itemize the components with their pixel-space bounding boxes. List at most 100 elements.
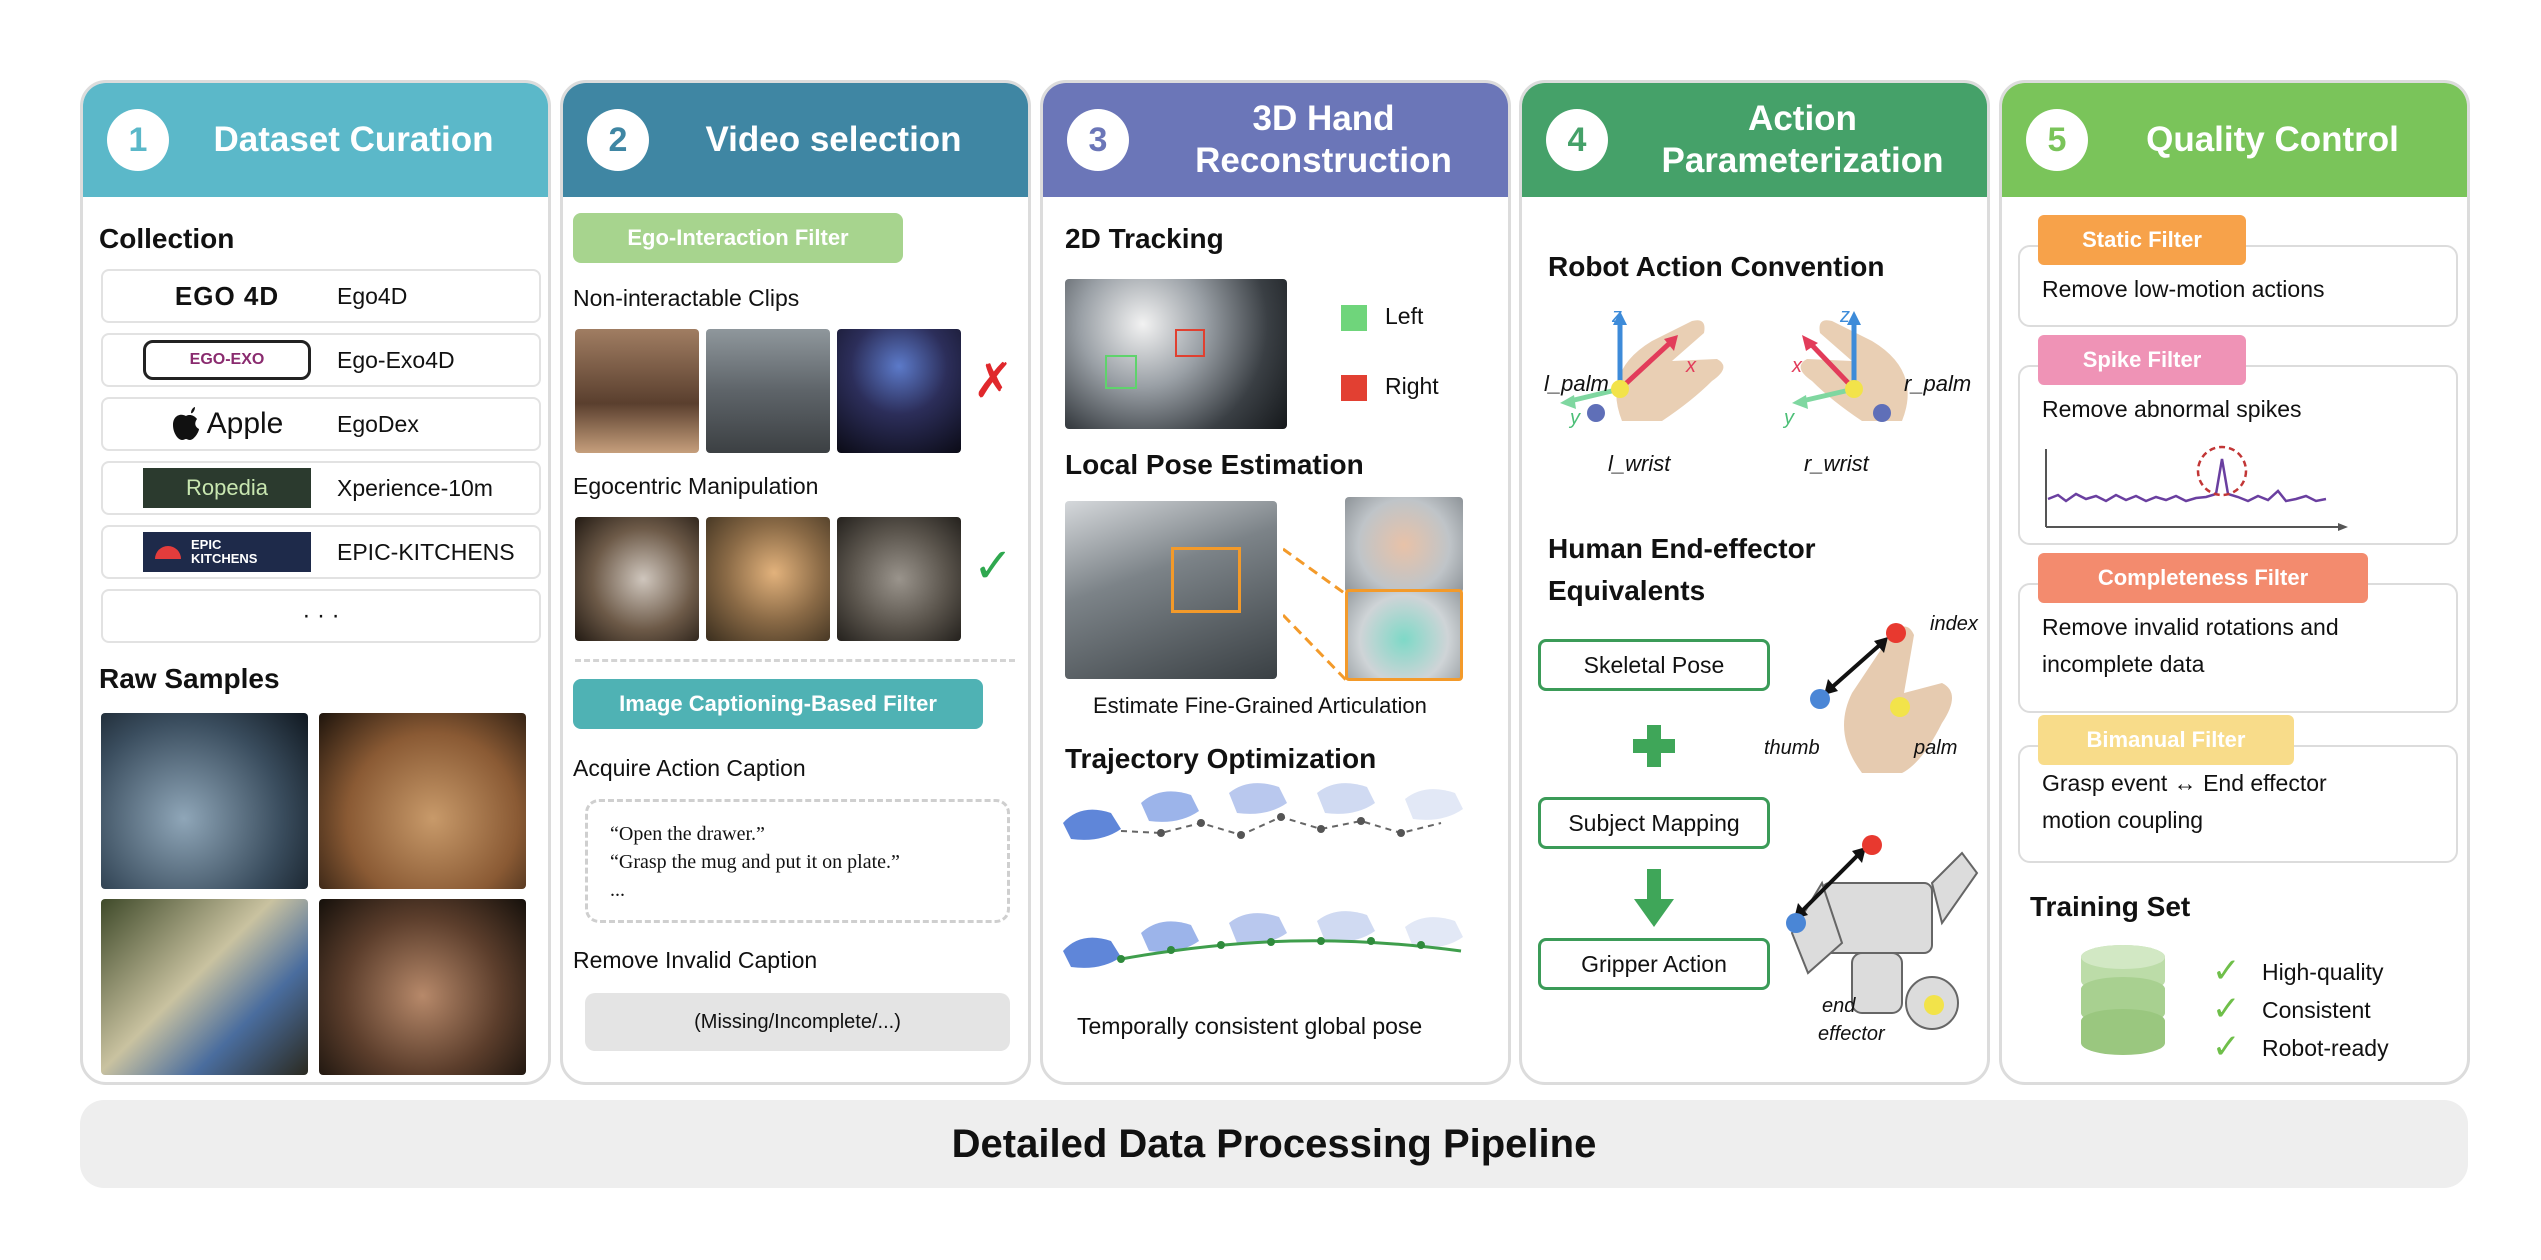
- completeness-filter-text: incomplete data: [2042, 651, 2205, 677]
- human-ee-heading-line2: Equivalents: [1548, 575, 1706, 606]
- bimanual-filter-text: Grasp event ↔ End effector: [2042, 770, 2327, 796]
- step-number: 1: [107, 109, 169, 171]
- egoexo-logo: EGO-EXO: [143, 340, 311, 380]
- thumb-label: thumb: [1764, 737, 1820, 759]
- dataset-row-ego4d: EGO 4D Ego4D: [101, 269, 541, 323]
- check-mark-icon: ✓: [973, 540, 1014, 593]
- end-label: end: [1822, 995, 1856, 1017]
- skeletal-pose-box: Skeletal Pose: [1538, 639, 1770, 691]
- collection-heading: Collection: [99, 223, 235, 254]
- right-hand-box: [1175, 329, 1205, 357]
- step-number: 4: [1546, 109, 1608, 171]
- legend-left-swatch: [1341, 305, 1367, 331]
- apple-logo: Apple: [143, 404, 311, 444]
- human-ee-heading-line1: Human End-effector: [1548, 533, 1816, 564]
- right-hand-axes-figure: [1792, 311, 1908, 422]
- legend-left-label: Left: [1385, 303, 1424, 329]
- apple-logo-text: Apple: [206, 407, 284, 440]
- l-palm-label: l_palm: [1544, 371, 1609, 396]
- hand-keypoints-figure: [1810, 623, 1952, 773]
- clip-photo: [706, 329, 830, 453]
- hand-sequence-bottom: [1063, 911, 1463, 968]
- r-axis-label-z: z: [1840, 305, 1850, 327]
- column-header: 1 Dataset Curation: [83, 83, 548, 197]
- clip-photo: [837, 517, 961, 641]
- caption-box: “Open the drawer.” “Grasp the mug and pu…: [585, 799, 1010, 923]
- spike-plot: [2045, 445, 2348, 531]
- completeness-filter-tag: Completeness Filter: [2038, 553, 2368, 603]
- column-hand-reconstruction: 3 3D Hand Reconstruction 2D Tracking Lef…: [1040, 80, 1511, 1085]
- dashed-divider: [575, 659, 1015, 662]
- dataset-row-xperience: Ropedia Xperience-10m: [101, 461, 541, 515]
- gripper-action-label: Gripper Action: [1581, 950, 1727, 977]
- column-header: 2 Video selection: [563, 83, 1028, 197]
- dataset-row-more: · · ·: [101, 589, 541, 643]
- plus-icon: [1633, 725, 1675, 767]
- trajectory-smooth: [1120, 939, 1462, 961]
- tracking-heading: 2D Tracking: [1065, 223, 1224, 254]
- dataset-name: Xperience-10m: [337, 474, 493, 501]
- trajectory-figure: [1063, 783, 1463, 968]
- axis-label-y: y: [1570, 407, 1580, 429]
- training-set-heading: Training Set: [2030, 891, 2191, 922]
- trajectory-heading: Trajectory Optimization: [1065, 743, 1377, 774]
- axis-label-x: x: [1686, 355, 1696, 377]
- static-filter-tag: Static Filter: [2038, 215, 2246, 265]
- palm-label: palm: [1914, 737, 1958, 759]
- ego4d-logo-text: EGO 4D: [174, 280, 280, 311]
- subject-mapping-box: Subject Mapping: [1538, 797, 1770, 849]
- captioning-filter-tag: Image Captioning-Based Filter: [573, 679, 983, 729]
- dataset-row-epic: EPIC KITCHENS EPIC-KITCHENS: [101, 525, 541, 579]
- left-hand-box: [1105, 355, 1137, 389]
- check-icon: ✓: [2212, 1028, 2241, 1066]
- raw-sample-photo: [101, 899, 308, 1075]
- epic-logo: EPIC KITCHENS: [143, 532, 311, 572]
- egoexo-logo-text: EGO-EXO: [189, 351, 265, 368]
- pose-zoom-bottom: [1345, 589, 1463, 681]
- local-pose-heading: Local Pose Estimation: [1065, 449, 1364, 480]
- spike-filter-tag: Spike Filter: [2038, 335, 2246, 385]
- column-title: 3D Hand Reconstruction: [1195, 99, 1452, 180]
- spike-filter-card: Remove abnormal spikes: [2018, 365, 2458, 545]
- r-axis-label-y: y: [1784, 407, 1794, 429]
- pipeline-title-bar: Detailed Data Processing Pipeline: [80, 1100, 2468, 1188]
- clip-photo: [706, 517, 830, 641]
- database-icon: [2081, 945, 2165, 1055]
- robot-convention-heading: Robot Action Convention: [1548, 251, 1885, 282]
- zoom-connector: [1283, 547, 1349, 683]
- smooth-points: [1117, 937, 1425, 963]
- noisy-points: [1157, 813, 1405, 839]
- egocentric-manipulation-label: Egocentric Manipulation: [573, 473, 819, 499]
- clip-photo: [575, 329, 699, 453]
- check-icon: ✓: [2212, 990, 2241, 1028]
- column-header: 4 Action Parameterization: [1522, 83, 1987, 197]
- completeness-filter-card: Remove invalid rotations and incomplete …: [2018, 583, 2458, 713]
- hand-sequence-top: [1063, 783, 1463, 840]
- gripper-action-box: Gripper Action: [1538, 938, 1770, 990]
- column-title: Dataset Curation: [213, 120, 494, 159]
- bimanual-filter-text: motion coupling: [2042, 807, 2204, 833]
- pose-zoom-top: [1345, 497, 1463, 593]
- column-dataset-curation: 1 Dataset Curation Collection EGO 4D Ego…: [80, 80, 551, 1085]
- subject-mapping-label: Subject Mapping: [1568, 809, 1740, 836]
- left-hand-shape: [1616, 320, 1724, 421]
- raw-sample-photo: [319, 899, 526, 1075]
- dataset-name: Ego-Exo4D: [337, 346, 455, 373]
- column-title: Action Parameterization: [1661, 99, 1944, 180]
- down-arrow-icon: [1634, 869, 1674, 927]
- remove-invalid-caption-label: Remove Invalid Caption: [573, 947, 818, 973]
- ropedia-logo: Ropedia: [143, 468, 311, 508]
- check-icon: ✓: [2212, 952, 2241, 990]
- axis-label-z: z: [1612, 305, 1622, 327]
- r-wrist-label: r_wrist: [1804, 451, 1869, 476]
- clip-photo: [837, 329, 961, 453]
- column-action-parameterization: 4 Action Parameterization Robot Action C…: [1519, 80, 1990, 1085]
- step-number: 3: [1067, 109, 1129, 171]
- raw-sample-photo: [319, 713, 526, 889]
- clip-photo: [575, 517, 699, 641]
- epic-logo-text: EPIC KITCHENS: [191, 537, 258, 566]
- ropedia-logo-text: Ropedia: [186, 475, 268, 500]
- column-quality-control: 5 Quality Control Remove low-motion acti…: [1999, 80, 2470, 1085]
- raw-samples-heading: Raw Samples: [99, 663, 280, 694]
- r-axis-label-x: x: [1792, 355, 1802, 377]
